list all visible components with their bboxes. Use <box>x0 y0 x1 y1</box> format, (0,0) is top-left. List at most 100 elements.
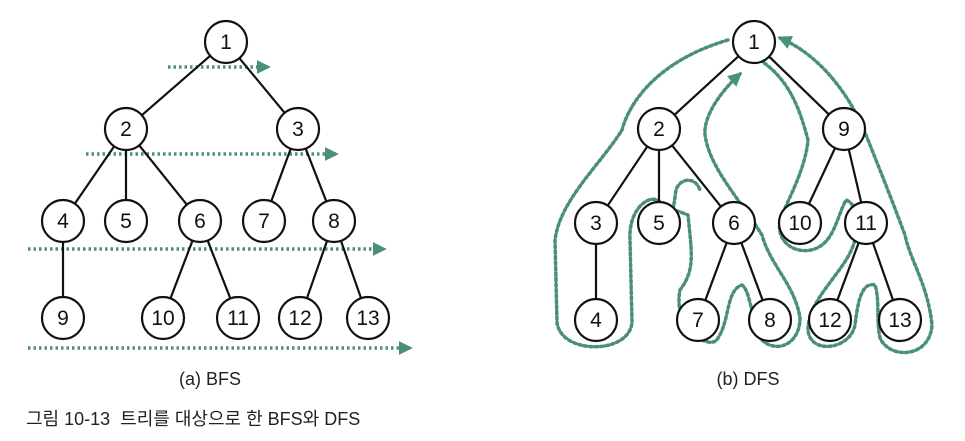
bfs-node-label-11: 11 <box>227 307 249 330</box>
dfs-edges <box>594 55 895 301</box>
dfs-node-circle-3 <box>573 200 619 246</box>
dfs-caption: (b) DFS <box>717 369 780 389</box>
bfs-node-circle-8 <box>311 198 357 244</box>
dfs-node-circle-12 <box>807 297 853 343</box>
figure-caption: 그림 10-13 트리를 대상으로 한 BFS와 DFS <box>26 409 360 429</box>
dfs-node-circle-9 <box>821 106 867 152</box>
bfs-node-10: 10 <box>140 295 186 341</box>
dfs-node-label-12: 12 <box>818 309 841 332</box>
bfs-edge-1-3 <box>238 57 286 114</box>
bfs-node-9: 9 <box>40 295 86 341</box>
bfs-node-label-13: 13 <box>356 307 379 330</box>
bfs-node-4: 4 <box>40 198 86 244</box>
bfs-node-circle-12 <box>277 295 323 341</box>
dfs-node-9: 9 <box>821 106 867 152</box>
dfs-node-label-11: 11 <box>855 212 877 235</box>
bfs-node-circle-2 <box>103 106 149 152</box>
bfs-edge-2-6 <box>138 144 188 206</box>
dfs-node-13: 13 <box>877 297 923 343</box>
dfs-node-label-5: 5 <box>653 212 665 235</box>
dfs-node-label-9: 9 <box>838 118 850 141</box>
dfs-node-4: 4 <box>573 297 619 343</box>
dfs-edge-11-13 <box>871 242 895 301</box>
bfs-node-3: 3 <box>275 106 321 152</box>
dfs-node-5: 5 <box>636 200 682 246</box>
dfs-node-label-4: 4 <box>590 309 602 332</box>
dfs-node-label-7: 7 <box>692 309 704 332</box>
dfs-node-6: 6 <box>711 200 757 246</box>
bfs-node-circle-9 <box>40 295 86 341</box>
bfs-node-label-1: 1 <box>220 31 232 54</box>
bfs-node-label-5: 5 <box>120 210 132 233</box>
dfs-node-label-10: 10 <box>788 212 811 235</box>
dfs-edge-1-9 <box>768 55 830 116</box>
dfs-node-circle-2 <box>636 106 682 152</box>
dfs-edge-11-12 <box>836 242 860 301</box>
bfs-node-circle-13 <box>345 295 391 341</box>
dfs-node-circle-8 <box>747 297 793 343</box>
dfs-edge-2-3 <box>606 145 649 207</box>
dfs-edge-9-11 <box>847 149 863 203</box>
bfs-node-label-6: 6 <box>194 210 206 233</box>
dfs-node-11: 11 <box>843 200 889 246</box>
bfs-node-label-12: 12 <box>288 307 311 330</box>
dfs-node-circle-1 <box>731 19 777 65</box>
bfs-node-7: 7 <box>241 198 287 244</box>
dfs-node-1: 1 <box>731 19 777 65</box>
dfs-node-label-13: 13 <box>888 309 911 332</box>
bfs-edge-8-13 <box>339 240 363 299</box>
dfs-node-circle-5 <box>636 200 682 246</box>
bfs-edge-2-4 <box>73 145 116 205</box>
bfs-node-13: 13 <box>345 295 391 341</box>
bfs-node-label-8: 8 <box>328 210 340 233</box>
bfs-node-label-7: 7 <box>258 210 270 233</box>
bfs-node-circle-7 <box>241 198 287 244</box>
bfs-node-circle-4 <box>40 198 86 244</box>
dfs-edge-6-8 <box>740 242 764 301</box>
dfs-node-label-2: 2 <box>653 118 665 141</box>
dfs-edge-2-6 <box>671 144 722 208</box>
bfs-edge-3-8 <box>304 148 328 202</box>
dfs-node-label-6: 6 <box>728 212 740 235</box>
bfs-edge-6-11 <box>206 240 232 299</box>
dfs-node-12: 12 <box>807 297 853 343</box>
bfs-node-label-4: 4 <box>57 210 69 233</box>
bfs-node-label-10: 10 <box>151 307 174 330</box>
dfs-node-circle-11 <box>843 200 889 246</box>
dfs-node-circle-10 <box>777 200 823 246</box>
bfs-node-12: 12 <box>277 295 323 341</box>
bfs-node-circle-1 <box>203 19 249 65</box>
dfs-node-circle-13 <box>877 297 923 343</box>
bfs-node-label-2: 2 <box>120 118 132 141</box>
dfs-node-8: 8 <box>747 297 793 343</box>
dfs-node-circle-6 <box>711 200 757 246</box>
dfs-node-circle-4 <box>573 297 619 343</box>
dfs-node-10: 10 <box>777 200 823 246</box>
dfs-node-circle-7 <box>675 297 721 343</box>
bfs-edge-6-10 <box>169 240 194 299</box>
dfs-node-label-3: 3 <box>590 212 602 235</box>
bfs-edge-1-2 <box>141 54 211 117</box>
bfs-node-11: 11 <box>215 295 261 341</box>
bfs-node-label-3: 3 <box>292 118 304 141</box>
dfs-node-label-8: 8 <box>764 309 776 332</box>
bfs-node-circle-3 <box>275 106 321 152</box>
bfs-node-1: 1 <box>203 19 249 65</box>
bfs-node-8: 8 <box>311 198 357 244</box>
dfs-node-3: 3 <box>573 200 619 246</box>
dfs-edge-6-7 <box>704 242 728 301</box>
bfs-node-circle-10 <box>140 295 186 341</box>
bfs-edge-8-12 <box>305 240 329 299</box>
bfs-edges <box>61 54 363 299</box>
bfs-node-circle-6 <box>177 198 223 244</box>
dfs-node-7: 7 <box>675 297 721 343</box>
bfs-caption: (a) BFS <box>179 369 241 389</box>
bfs-traversal-arrows <box>28 60 413 355</box>
bfs-node-circle-11 <box>215 295 261 341</box>
bfs-node-label-9: 9 <box>57 307 69 330</box>
